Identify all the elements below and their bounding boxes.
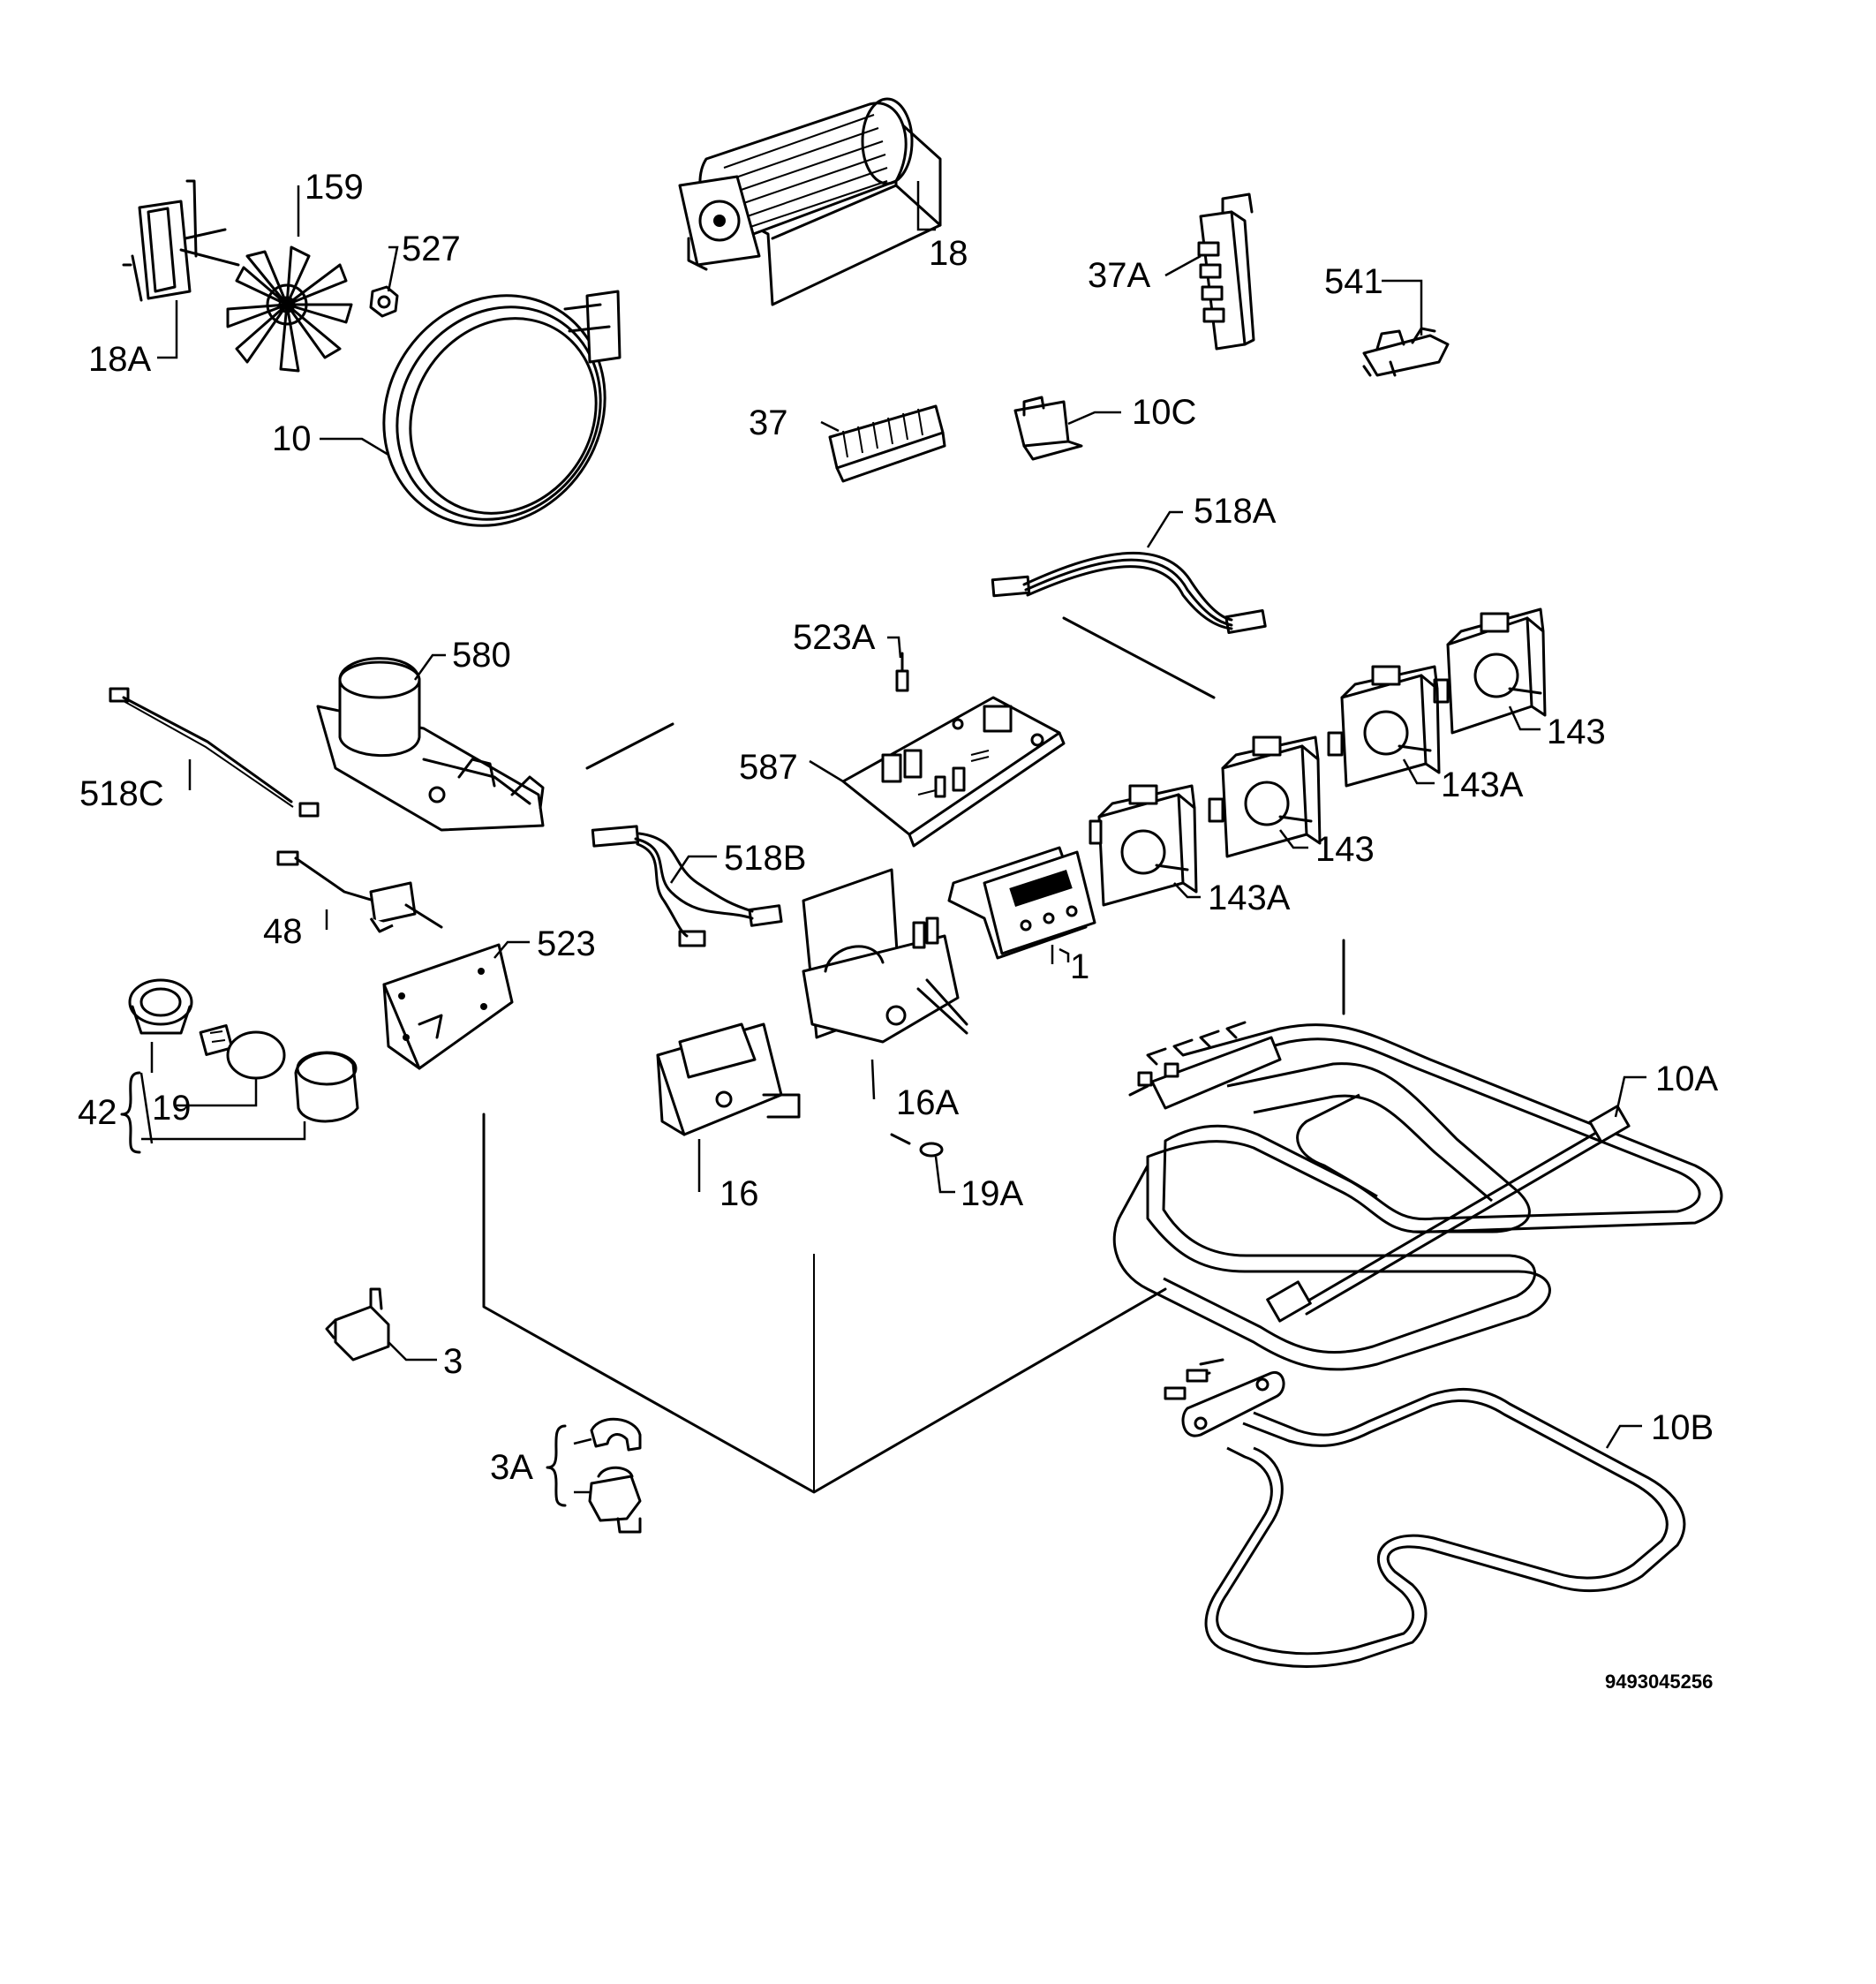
terminal-block-part bbox=[828, 404, 946, 483]
rotary-switch-part bbox=[656, 1022, 801, 1136]
thermal-fuse-part bbox=[1362, 327, 1450, 377]
motor-gearbox-part bbox=[316, 657, 545, 832]
label-16: 16 bbox=[720, 1174, 759, 1213]
label-523: 523 bbox=[537, 924, 596, 963]
small-sensor-part bbox=[890, 1133, 944, 1158]
energy-regulator-top-right-part bbox=[1433, 607, 1547, 735]
energy-regulator-upper-a-part bbox=[1327, 665, 1441, 788]
label-10b: 10B bbox=[1651, 1408, 1714, 1447]
part-labels: 18A 159 527 10 18 37A 541 37 10C 518A 52… bbox=[78, 168, 1718, 1693]
label-159: 159 bbox=[305, 168, 364, 207]
label-527: 527 bbox=[402, 230, 461, 268]
small-lamp-part bbox=[895, 652, 909, 692]
connector-part bbox=[325, 1287, 390, 1362]
oven-cavity-outline bbox=[482, 616, 1345, 1494]
label-19a: 19A bbox=[961, 1174, 1023, 1213]
label-37a: 37A bbox=[1088, 256, 1150, 295]
label-143a-mid: 143A bbox=[1208, 879, 1291, 917]
drawing-number: 9493045256 bbox=[1605, 1671, 1713, 1693]
thermostat-lower-part bbox=[588, 1466, 642, 1534]
terminal-strip-vertical-part bbox=[1197, 192, 1255, 351]
wiring-harness-b-part bbox=[591, 825, 783, 947]
lamp-holder-part bbox=[128, 978, 193, 1035]
label-16a: 16A bbox=[896, 1083, 959, 1122]
grill-heating-element-part bbox=[1112, 1021, 1723, 1371]
label-19: 19 bbox=[152, 1089, 192, 1128]
label-580: 580 bbox=[452, 636, 511, 675]
bracket-part bbox=[1013, 396, 1083, 461]
wiring-harness-a-part bbox=[991, 551, 1267, 635]
label-518b: 518B bbox=[724, 839, 806, 878]
label-18: 18 bbox=[929, 234, 968, 273]
label-42: 42 bbox=[78, 1093, 117, 1132]
leader-lines bbox=[139, 181, 1646, 1494]
electronic-board-part bbox=[841, 696, 1066, 848]
label-1: 1 bbox=[1070, 947, 1089, 986]
label-143-mid: 143 bbox=[1315, 830, 1375, 869]
fan-blade-part bbox=[226, 245, 353, 373]
lamp-cover-part bbox=[294, 1051, 359, 1123]
energy-regulator-lower-a-part bbox=[1089, 784, 1198, 907]
label-143-top: 143 bbox=[1547, 713, 1606, 751]
label-10a: 10A bbox=[1655, 1060, 1718, 1098]
sensor-cable-part bbox=[109, 687, 320, 818]
label-523a: 523A bbox=[793, 618, 876, 657]
label-18a: 18A bbox=[88, 340, 151, 379]
label-3a: 3A bbox=[490, 1448, 533, 1487]
label-518c: 518C bbox=[79, 774, 164, 813]
tangential-fan-part bbox=[678, 97, 942, 306]
temperature-sensor-part bbox=[276, 850, 443, 933]
nut-part bbox=[369, 285, 399, 318]
label-10c: 10C bbox=[1132, 393, 1196, 432]
energy-regulator-middle-part bbox=[1208, 736, 1322, 858]
label-10: 10 bbox=[272, 419, 312, 458]
bottom-heating-element-part bbox=[1164, 1358, 1686, 1668]
label-518a: 518A bbox=[1194, 492, 1277, 531]
display-module-part bbox=[947, 846, 1096, 960]
label-541: 541 bbox=[1324, 262, 1383, 301]
label-587: 587 bbox=[739, 748, 798, 787]
thermostat-upper-part bbox=[590, 1417, 642, 1452]
lamp-bulb-part bbox=[199, 1024, 286, 1080]
circular-heating-element-part bbox=[382, 290, 622, 527]
fan-motor-part bbox=[122, 179, 240, 302]
selector-switch-a-part bbox=[802, 868, 968, 1044]
bracket-plate-part bbox=[382, 943, 514, 1070]
group-braces bbox=[120, 1071, 567, 1507]
label-37: 37 bbox=[749, 404, 788, 442]
label-143a-top: 143A bbox=[1441, 766, 1524, 804]
label-48: 48 bbox=[263, 912, 303, 951]
label-3: 3 bbox=[443, 1342, 463, 1381]
